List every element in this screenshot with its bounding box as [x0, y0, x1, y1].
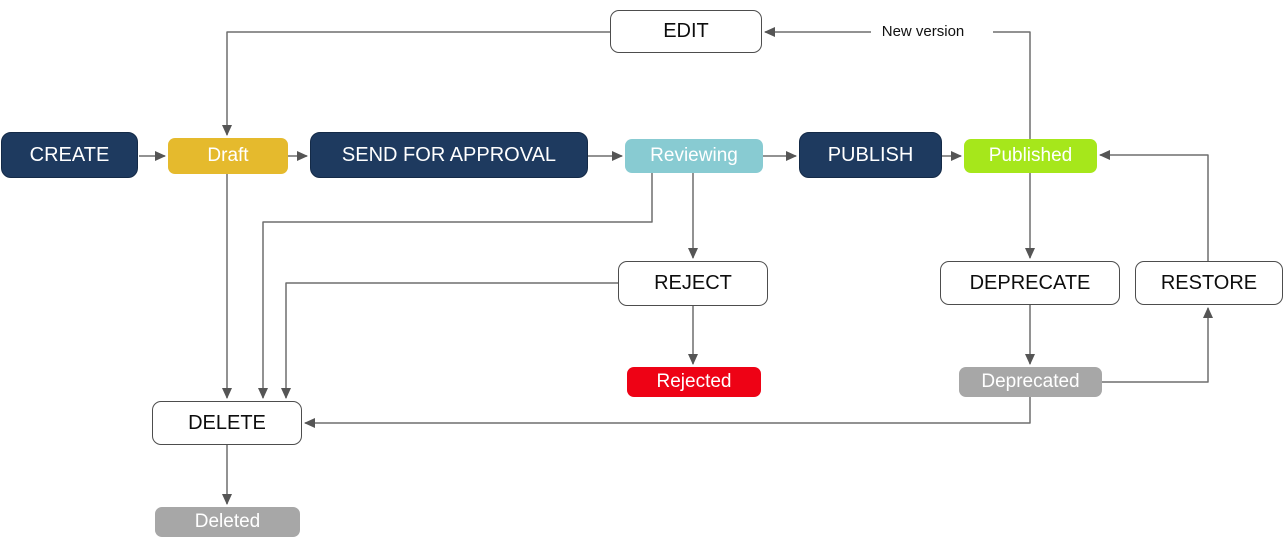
- edge-label-new-version: New version: [873, 23, 973, 40]
- edge-deprecated-delete: [304, 397, 1031, 428]
- node-published: Published: [964, 139, 1097, 173]
- edge-reviewing-delete: [258, 173, 653, 399]
- node-create: CREATE: [1, 132, 138, 178]
- node-publish: PUBLISH: [799, 132, 942, 178]
- node-reject: REJECT: [618, 261, 768, 306]
- node-draft: Draft: [168, 138, 288, 174]
- node-deprecated: Deprecated: [959, 367, 1102, 397]
- node-send-for-approval: SEND FOR APPROVAL: [310, 132, 588, 178]
- node-delete: DELETE: [152, 401, 302, 445]
- node-reviewing: Reviewing: [625, 139, 763, 173]
- edge-deprecated-restore: [1102, 307, 1213, 383]
- node-deprecate: DEPRECATE: [940, 261, 1120, 305]
- edge-edit-draft: [222, 31, 610, 136]
- node-restore: RESTORE: [1135, 261, 1283, 305]
- node-deleted: Deleted: [155, 507, 300, 537]
- node-edit: EDIT: [610, 10, 762, 53]
- edge-published-newversion: [993, 31, 1031, 139]
- edge-restore-published: [1099, 150, 1209, 261]
- node-rejected: Rejected: [627, 367, 761, 397]
- edge-reject-delete: [281, 282, 618, 399]
